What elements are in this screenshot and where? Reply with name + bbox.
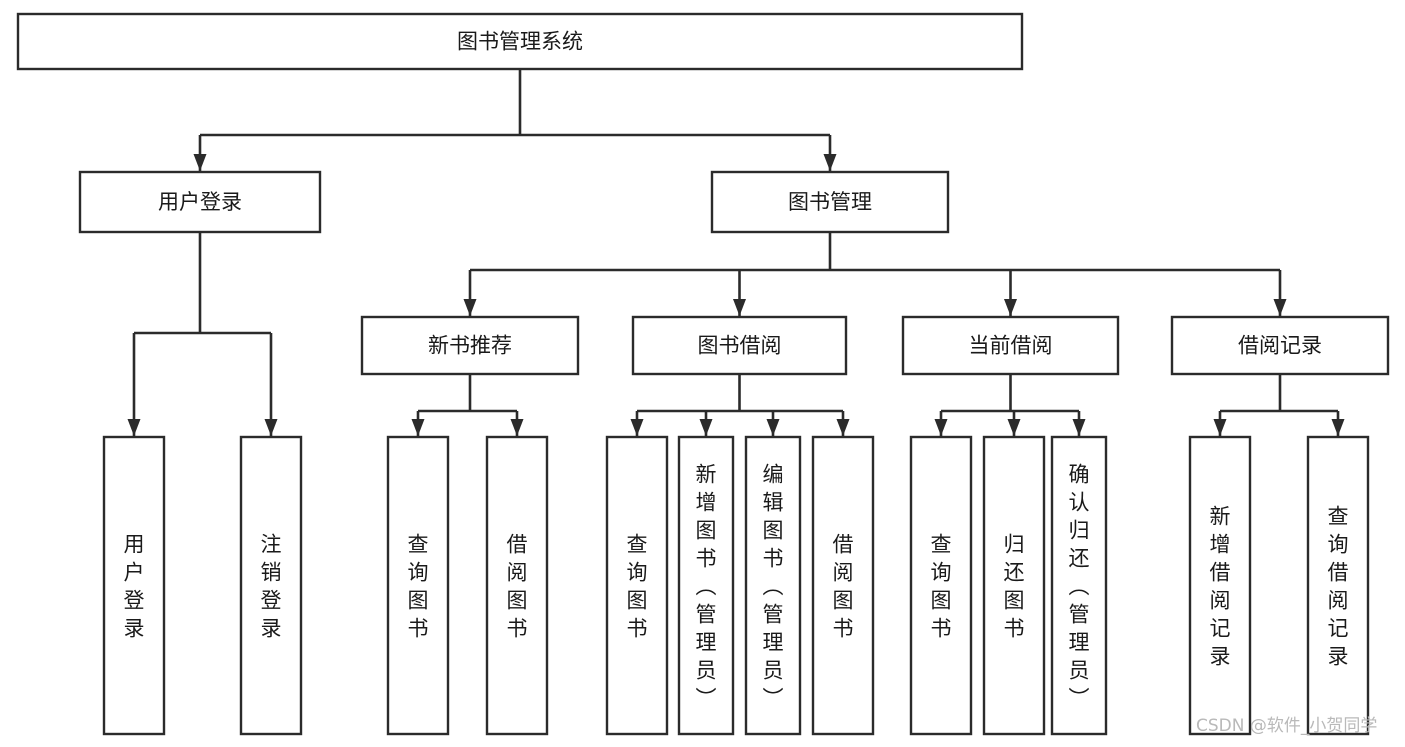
node-label-book-manage: 图书管理 [788, 190, 872, 214]
node-box-leaf-user-login[interactable] [102, 435, 166, 736]
node-box-leaf-query-record[interactable] [1306, 435, 1370, 736]
node-label-book-borrow: 图书借阅 [698, 334, 782, 358]
arrow-head-icon-to-leaf-user-logout [264, 419, 278, 436]
arrow-head-icon-to-current-borrow [1004, 299, 1017, 316]
nodes-layer: 图书管理系统用户登录图书管理新书推荐图书借阅当前借阅借阅记录用户登录注销登录查询… [16, 12, 1390, 736]
node-leaf-confirm-return[interactable]: 确认归还︵管理员︶ [1050, 435, 1108, 736]
node-label-leaf-query-book-3: 查询图书 [931, 532, 952, 640]
node-leaf-borrow-book-1[interactable]: 借阅图书 [485, 435, 549, 736]
arrow-head-icon-to-user-login [193, 154, 207, 171]
arrow-head-icon-to-leaf-confirm-return [1072, 419, 1086, 436]
node-label-leaf-query-book-2: 查询图书 [627, 532, 648, 640]
arrow-head-icon-to-new-book-recommend [463, 299, 477, 316]
node-box-leaf-add-book[interactable] [677, 435, 735, 736]
node-user-login[interactable]: 用户登录 [78, 170, 322, 234]
watermark-label: CSDN @软件_小贺同学 [1196, 716, 1377, 736]
node-box-leaf-query-book-3[interactable] [909, 435, 973, 736]
node-box-leaf-return-book[interactable] [982, 435, 1046, 736]
node-label-borrow-record: 借阅记录 [1238, 334, 1322, 358]
node-leaf-user-login[interactable]: 用户登录 [102, 435, 166, 736]
node-label-leaf-return-book: 归还图书 [1004, 532, 1025, 640]
arrow-head-icon-to-leaf-add-book [699, 419, 713, 436]
node-box-leaf-edit-book[interactable] [744, 435, 802, 736]
node-box-leaf-confirm-return[interactable] [1050, 435, 1108, 736]
node-book-manage[interactable]: 图书管理 [710, 170, 950, 234]
node-leaf-query-book-2[interactable]: 查询图书 [605, 435, 669, 736]
arrow-head-icon-to-book-borrow [733, 299, 746, 316]
node-box-new-book-recommend[interactable] [360, 315, 580, 376]
node-root[interactable]: 图书管理系统 [16, 12, 1024, 71]
arrow-head-icon-to-leaf-borrow-book-1 [510, 419, 524, 436]
node-label-leaf-user-logout: 注销登录 [261, 532, 282, 640]
node-label-leaf-edit-book: 编辑图书︵管理员︶ [763, 462, 784, 710]
node-box-current-borrow[interactable] [901, 315, 1120, 376]
node-box-user-login[interactable] [78, 170, 322, 234]
arrow-head-icon-to-leaf-query-record [1331, 419, 1345, 436]
node-label-leaf-add-book: 新增图书︵管理员︶ [696, 462, 717, 710]
node-label-new-book-recommend: 新书推荐 [428, 334, 512, 358]
connectors-layer [127, 69, 1345, 436]
node-label-leaf-query-book-1: 查询图书 [408, 532, 429, 640]
node-leaf-return-book[interactable]: 归还图书 [982, 435, 1046, 736]
node-label-current-borrow: 当前借阅 [969, 334, 1053, 358]
node-book-borrow[interactable]: 图书借阅 [631, 315, 848, 376]
node-leaf-add-record[interactable]: 新增借阅记录 [1188, 435, 1252, 736]
arrow-head-icon-to-leaf-user-login [127, 419, 141, 436]
arrow-head-icon-to-borrow-record [1273, 299, 1287, 316]
node-box-leaf-add-record[interactable] [1188, 435, 1252, 736]
node-leaf-user-logout[interactable]: 注销登录 [239, 435, 303, 736]
arrow-head-icon-to-leaf-query-book-2 [630, 419, 644, 436]
node-label-root: 图书管理系统 [457, 30, 583, 54]
node-box-leaf-query-book-1[interactable] [386, 435, 450, 736]
node-box-book-manage[interactable] [710, 170, 950, 234]
node-leaf-query-book-3[interactable]: 查询图书 [909, 435, 973, 736]
node-leaf-query-record[interactable]: 查询借阅记录 [1306, 435, 1370, 736]
node-box-leaf-borrow-book-1[interactable] [485, 435, 549, 736]
node-leaf-add-book[interactable]: 新增图书︵管理员︶ [677, 435, 735, 736]
node-box-leaf-query-book-2[interactable] [605, 435, 669, 736]
arrow-head-icon-to-leaf-return-book [1007, 419, 1021, 436]
arrow-head-icon-to-leaf-edit-book [766, 419, 780, 436]
arrow-head-icon-to-leaf-query-book-1 [411, 419, 425, 436]
node-current-borrow[interactable]: 当前借阅 [901, 315, 1120, 376]
node-box-book-borrow[interactable] [631, 315, 848, 376]
arrow-head-icon-to-leaf-query-book-3 [934, 419, 948, 436]
node-leaf-edit-book[interactable]: 编辑图书︵管理员︶ [744, 435, 802, 736]
node-label-leaf-borrow-book-1: 借阅图书 [507, 532, 528, 640]
node-new-book-recommend[interactable]: 新书推荐 [360, 315, 580, 376]
node-box-borrow-record[interactable] [1170, 315, 1390, 376]
arrow-head-icon-to-book-manage [823, 154, 837, 171]
node-leaf-borrow-book-2[interactable]: 借阅图书 [811, 435, 875, 736]
node-label-user-login: 用户登录 [158, 190, 242, 214]
node-label-leaf-confirm-return: 确认归还︵管理员︶ [1069, 462, 1090, 710]
node-box-leaf-user-logout[interactable] [239, 435, 303, 736]
node-leaf-query-book-1[interactable]: 查询图书 [386, 435, 450, 736]
node-label-leaf-user-login: 用户登录 [124, 532, 145, 640]
node-box-root[interactable] [16, 12, 1024, 71]
node-box-leaf-borrow-book-2[interactable] [811, 435, 875, 736]
arrow-head-icon-to-leaf-borrow-book-2 [836, 419, 850, 436]
node-borrow-record[interactable]: 借阅记录 [1170, 315, 1390, 376]
node-label-leaf-add-record: 新增借阅记录 [1210, 504, 1231, 668]
arrow-head-icon-to-leaf-add-record [1213, 419, 1227, 436]
node-label-leaf-borrow-book-2: 借阅图书 [833, 532, 854, 640]
node-label-leaf-query-record: 查询借阅记录 [1328, 504, 1349, 668]
